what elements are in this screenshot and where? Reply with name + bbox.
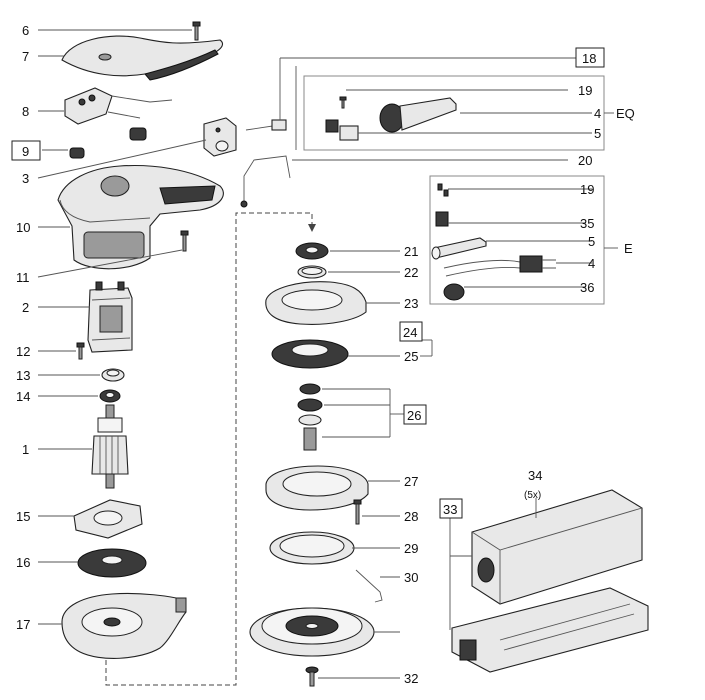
label-34: 34 <box>528 468 542 483</box>
label-36: 36 <box>580 280 594 295</box>
label-34-quantity: (5x) <box>524 490 541 501</box>
label-21: 21 <box>404 244 418 259</box>
part-10-housing <box>57 165 224 270</box>
label-15: 15 <box>16 509 30 524</box>
label-6: 6 <box>22 23 29 38</box>
label-20: 20 <box>578 153 592 168</box>
label-24: 24 <box>403 325 417 340</box>
part-e-19-screws <box>437 183 449 197</box>
part-25-pad-brake <box>271 339 349 369</box>
label-2: 2 <box>22 300 29 315</box>
label-box-18 <box>575 47 605 68</box>
label-32: 32 <box>404 671 418 686</box>
label-1: 1 <box>22 442 29 457</box>
label-17: 17 <box>16 617 30 632</box>
part-15-plate <box>73 499 143 539</box>
label-9: 9 <box>22 144 29 159</box>
part-21-bearing <box>295 242 329 260</box>
part-27-skirt <box>265 465 369 511</box>
label-10: 10 <box>16 220 30 235</box>
label-35: 35 <box>580 216 594 231</box>
part-eq-5-clamp <box>325 119 359 141</box>
label-19-e: 19 <box>580 182 594 197</box>
part-26-bearing-stack <box>297 383 323 451</box>
label-8: 8 <box>22 104 29 119</box>
label-18: 18 <box>582 51 596 66</box>
label-33: 33 <box>443 502 457 517</box>
label-5-eq: 5 <box>594 126 601 141</box>
part-16-fan <box>77 548 147 578</box>
label-box-9 <box>11 140 41 161</box>
part-23-cover <box>265 281 367 325</box>
label-5-e: 5 <box>588 234 595 249</box>
label-4-e: 4 <box>588 256 595 271</box>
part-18-cable-parts <box>245 119 287 131</box>
label-group-eq: EQ <box>616 106 635 121</box>
label-3: 3 <box>22 171 29 186</box>
part-7-top-cover <box>61 35 224 81</box>
label-23: 23 <box>404 296 418 311</box>
label-19-eq: 19 <box>578 83 592 98</box>
label-25: 25 <box>404 349 418 364</box>
label-group-e: E <box>624 241 633 256</box>
part-12-screw <box>76 342 85 360</box>
label-13: 13 <box>16 368 30 383</box>
label-box-33 <box>439 498 463 519</box>
part-3-block <box>203 117 237 157</box>
part-e-4-cable-plug <box>443 255 556 277</box>
label-7: 7 <box>22 49 29 64</box>
part-33-container-base <box>451 587 649 673</box>
label-27: 27 <box>404 474 418 489</box>
label-4-eq: 4 <box>594 106 601 121</box>
label-12: 12 <box>16 344 30 359</box>
part-e-36-connector <box>443 283 465 301</box>
part-6-screw <box>192 21 201 41</box>
part-22-ring <box>297 265 327 279</box>
label-29: 29 <box>404 541 418 556</box>
part-13-ring <box>101 368 125 382</box>
part-2-stator <box>87 281 133 353</box>
label-14: 14 <box>16 389 30 404</box>
part-28-screw <box>353 499 362 525</box>
part-30-hex-key <box>355 569 383 603</box>
part-29-ring <box>269 531 355 565</box>
label-22: 22 <box>404 265 418 280</box>
part-17-base <box>61 592 187 659</box>
part-eq-4-plug-sleeve <box>379 97 457 133</box>
part-32-screw <box>305 666 319 687</box>
part-8-switch <box>64 87 173 125</box>
label-28: 28 <box>404 509 418 524</box>
label-box-26 <box>403 404 427 425</box>
label-26: 26 <box>407 408 421 423</box>
label-11: 11 <box>16 270 30 285</box>
group-e-frame <box>429 175 605 305</box>
part-34-dust-bag <box>471 489 643 605</box>
part-e-5-sleeve <box>431 237 487 260</box>
label-box-24 <box>399 321 423 342</box>
part-eq-19-screw <box>339 96 347 109</box>
part-e-35-clamp <box>435 211 449 227</box>
label-16: 16 <box>16 555 30 570</box>
part-1-rotor <box>91 404 129 489</box>
label-30: 30 <box>404 570 418 585</box>
part-31-sanding-pad <box>249 607 375 657</box>
leader-lines <box>37 29 618 686</box>
part-20-cable-guide <box>240 155 291 208</box>
part-14-bearing <box>99 389 121 403</box>
part-11-screw <box>180 230 189 252</box>
part-9-clips <box>69 127 147 159</box>
